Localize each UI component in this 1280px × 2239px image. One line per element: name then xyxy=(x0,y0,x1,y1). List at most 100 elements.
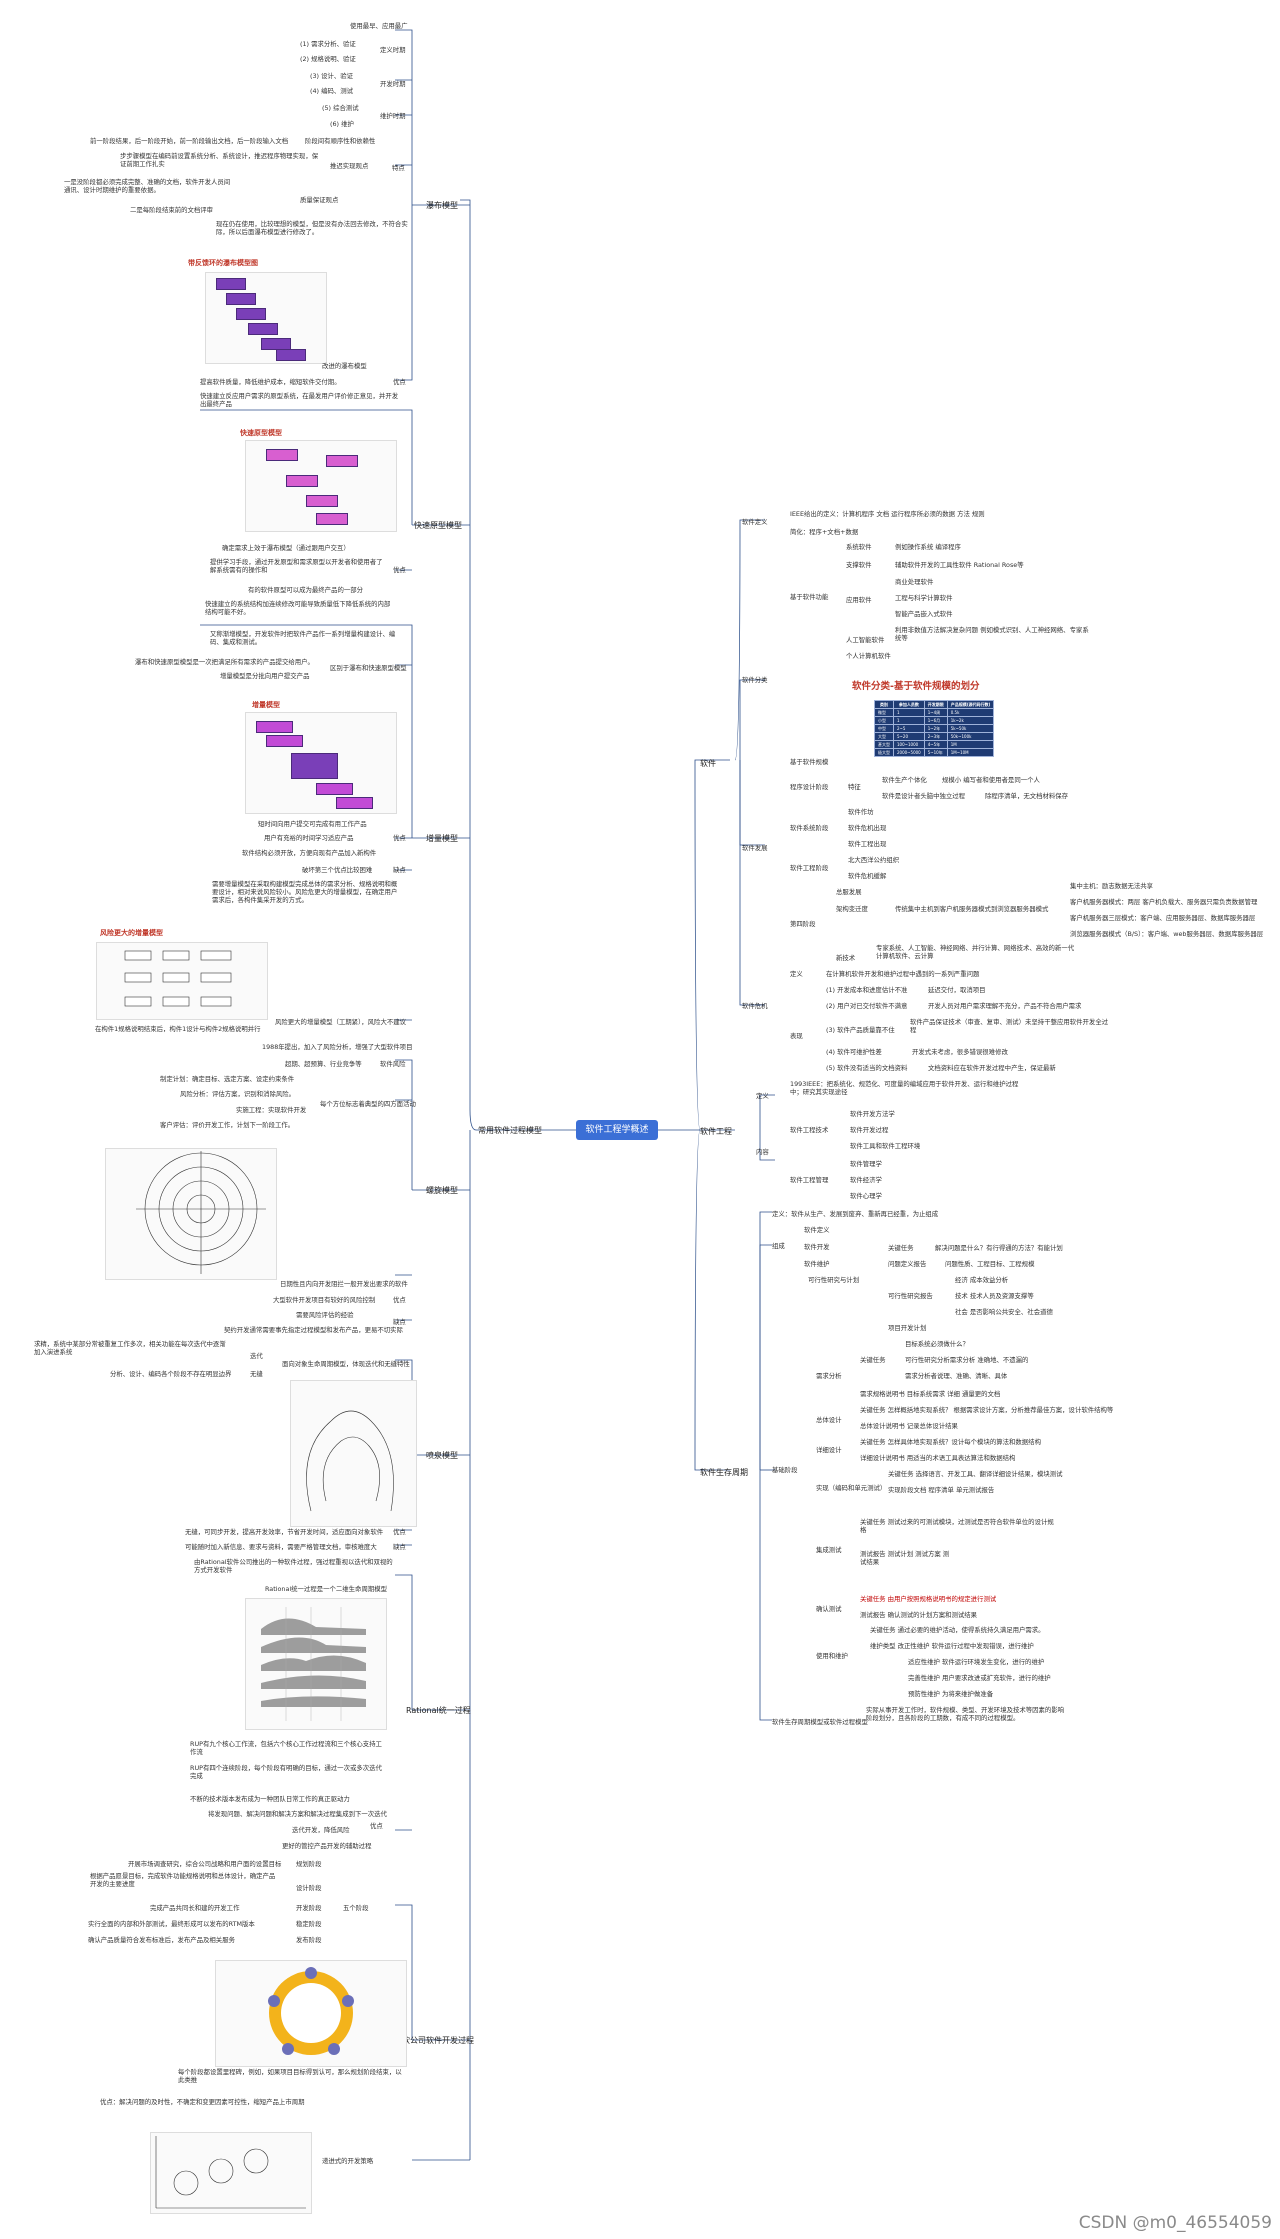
sw-stage-0-b: 规模小 编写者和使用者是同一个人 xyxy=(942,776,1040,784)
sp-each-0: 制定计划：确定目标、选定方案、设定约束条件 xyxy=(160,1075,295,1083)
lc-design-label: 总体设计 xyxy=(816,1416,842,1424)
inc-diff-label: 区别于瀑布和快速原型模型 xyxy=(330,664,407,672)
sp-each-3: 客户评估：评价开发工作，计划下一阶段工作。 xyxy=(160,1121,295,1129)
msf-phase-1-desc: 根据产品愿景目标，完成软件功能规格说明和总体设计，确定产品开发的主要进度 xyxy=(90,1872,276,1888)
rp-fig-title: 快速原型模型 xyxy=(240,429,282,437)
wf-dev-item-0: (3) 设计、验证 xyxy=(310,72,354,80)
inc-adv-label: 优点 xyxy=(393,834,406,842)
sw-stage-3-a: 软件危机出现 xyxy=(848,824,887,832)
lc-comp-2: 软件维护 xyxy=(804,1260,830,1268)
sw-func-0-a: 系统软件 xyxy=(846,543,872,551)
node-spiral[interactable]: 螺旋模型 xyxy=(426,1186,458,1195)
sw-cs-text: 传统集中主机到客户机服务器模式到浏览器服务器模式 xyxy=(895,905,1049,913)
sw-cs-label: 架构变迁度 xyxy=(836,905,868,913)
msf-phase-0-desc: 开展市场调查研究，综合公司战略和用户面的设置目标 xyxy=(128,1860,282,1868)
sw-stage-7-a: 总服发展 xyxy=(836,888,862,896)
sw-stage-0-a: 软件生产个体化 xyxy=(882,776,927,784)
lc-model-label: 软件生存周期模型或软件过程模型 xyxy=(772,1718,868,1726)
sw-def-1: 简化：程序+文档+数据 xyxy=(790,528,859,536)
sw-func-1-b: 辅助软件开发的工具性软件 Rational Rose等 xyxy=(895,561,1024,569)
wf-feat-3: 步步骤模型在编码前设置系统分析、系统设计，推迟程序物理实现，保证前期工作扎实 xyxy=(120,152,319,168)
sw-func-5-a: 人工智能软件 xyxy=(846,636,885,644)
sw-func-label: 基于软件功能 xyxy=(790,593,829,601)
sp-dis-1: 契约开发通常需要事先指定过程模型和发布产品，更易不切实际 xyxy=(224,1326,403,1334)
watermark: CSDN @m0_46554059 xyxy=(1078,2213,1272,2233)
sp-risk-label: 软件风险 xyxy=(380,1060,406,1068)
lc-comp-1: 软件开发 xyxy=(804,1243,830,1251)
msf-phase-3-desc: 实行全面的内部和外部测试，最终形成可以发布的RTM版本 xyxy=(88,1920,255,1928)
scale-cell-2-3: 5k~50k xyxy=(946,724,995,733)
inc-desc: 又称渐增模型，开发软件时把软件产品作一系列增量构建设计、编码、集成和测试。 xyxy=(210,630,396,646)
lc-def: 定义：软件从生产、发展到废弃、重新再已经重，为止组成 xyxy=(772,1210,939,1218)
wf-feat-1: 前一阶段结果，后一阶段开始，前一阶段输出文档，后一阶段输入文档 xyxy=(90,137,289,145)
node-software[interactable]: 软件 xyxy=(700,759,716,768)
node-software-engineering[interactable]: 软件工程 xyxy=(700,1127,732,1136)
sw-stage-5: 软件工程阶段 xyxy=(790,864,829,872)
sw-arch-1: 客户机服务器模式：两层 客户机负载大、服务器只需负责数据管理 xyxy=(1070,898,1258,906)
lc-acc-0: 关键任务 由用户按照规格说明书的规定进行测试 xyxy=(860,1595,997,1603)
lc-req-1: 关键任务 xyxy=(860,1356,886,1364)
lc-phase-label: 基础阶段 xyxy=(772,1466,798,1474)
lc-code-0: 关键任务 选择语言、开发工具、翻译详细设计结果，模块测试 xyxy=(888,1470,1063,1478)
wf-improved-desc: 现在仍在使用，比较理想的模型，但是没有办法回去修改，不符合实际，所以后面瀑布模型… xyxy=(216,220,408,236)
lc-code-label: 实现（编码和单元测试） xyxy=(816,1484,887,1492)
rup-note-1: RUP有四个连续阶段，每个阶段有明确的目标，通过一次或多次迭代完成 xyxy=(190,1764,382,1780)
lc-feas-4: 可行性研究报告 xyxy=(888,1292,933,1300)
lc-req-label: 需求分析 xyxy=(816,1372,842,1380)
lc-maint-4: 预防性维护 为将来维护做准备 xyxy=(908,1690,994,1698)
rp-adv-label: 优点 xyxy=(393,566,406,574)
rp-adv-2: 有的软件原型可以成为最终产品的一部分 xyxy=(248,586,364,594)
sp-each-2: 实施工程：实现软件开发 xyxy=(236,1106,307,1114)
msf-milestone: 每个阶段都设置里程碑，例如，如果项目目标得到认可，那么规划阶段结束，以此类推 xyxy=(178,2068,402,2084)
scale-cell-5-3: 1M~10M xyxy=(946,748,995,757)
lc-design-1: 总体设计说明书 记录总体设计结果 xyxy=(860,1422,958,1430)
msf-phase-0-name: 规划阶段 xyxy=(296,1860,322,1868)
lc-maint-3: 完善性维护 用户要求改进或扩充软件，进行的维护 xyxy=(908,1674,1051,1682)
sw-arch-3: 浏览器服务器模式（B/S）：客户端、web服务器层、数据库服务器层 xyxy=(1070,930,1264,938)
wf-fig-title: 带反馈环的瀑布模型图 xyxy=(188,259,258,267)
wf-feat-0: 阶段间有顺序性和依赖性 xyxy=(305,137,376,145)
scale-cell-4-1: 100~1000 xyxy=(893,740,925,749)
sw-stage-7: 第四阶段 xyxy=(790,920,816,928)
scale-header-1: 参加人员数 xyxy=(893,700,925,709)
rup-note-0: RUP有九个核心工作流，包括六个核心工作过程流和三个核心支持工作流 xyxy=(190,1740,382,1756)
se-def-text: 1993IEEE：把系统化、规范化、可度量的编域应用于软件开发、运行和维护过程中… xyxy=(790,1080,1019,1096)
sw-stage-1-a: 软件是设计者头脑中独立过程 xyxy=(882,792,966,800)
lc-acc-label: 确认测试 xyxy=(816,1605,842,1613)
wf-adv-label: 优点 xyxy=(393,378,406,386)
lc-maint-1: 维护类型 改正性维护 软件运行过程中发现错误，进行维护 xyxy=(870,1642,1034,1650)
inc-diff-1: 增量模型是分批向用户提交产品 xyxy=(220,672,310,680)
sw-crisis-def: 在计算机软件开发和维护过程中遇到的一系列严重问题 xyxy=(826,970,980,978)
sp-risk-text: 超期、超预算、行业竞争等 xyxy=(285,1060,362,1068)
node-lifecycle[interactable]: 软件生存周期 xyxy=(700,1468,748,1477)
sw-scale-label: 基于软件规模 xyxy=(790,758,829,766)
node-fountain[interactable]: 喷泉模型 xyxy=(426,1451,458,1460)
scale-header-0: 类别 xyxy=(874,700,894,709)
lc-req-3: 需求分析者说理、准确、清晰、具体 xyxy=(905,1372,1008,1380)
node-waterfall[interactable]: 瀑布模型 xyxy=(426,201,458,210)
sw-crisis-1-a: (2) 用户对已交付软件不满意 xyxy=(826,1002,908,1010)
lc-model-text: 实际从事开发工作时，软件规模、类型、开发环境及技术等因素的影响阶段划分，且各阶段… xyxy=(866,1706,1065,1722)
wf-def-item-1: (1) 需求分析、验证 xyxy=(300,40,356,48)
sw-crisis-0-a: (1) 开发成本和进度估计不准 xyxy=(826,986,908,994)
msf-iter-label: 递进式的开发策略 xyxy=(322,2157,374,2165)
node-incremental[interactable]: 增量模型 xyxy=(426,834,458,843)
se-def-label: 定义 xyxy=(756,1092,769,1100)
lc-int-label: 集成测试 xyxy=(816,1546,842,1554)
inc-adv-0: 短时间向用户提交可完成有用工作产品 xyxy=(258,820,367,828)
scale-cell-5-0: 极大型 xyxy=(874,748,894,757)
node-rup[interactable]: Rational统一过程 xyxy=(406,1706,471,1715)
root-node[interactable]: 软件工程学概述 xyxy=(576,1120,658,1140)
inc-fig2 xyxy=(96,942,268,1020)
msf-phase-1-name: 设计阶段 xyxy=(296,1884,322,1892)
sw-stage-0: 程序设计阶段 xyxy=(790,783,829,791)
se-tech-label: 软件工程技术 xyxy=(790,1126,829,1134)
scale-cell-3-2: 2~3年 xyxy=(923,732,948,741)
sp-adv-label: 优点 xyxy=(393,1296,406,1304)
node-msf[interactable]: 微软公司软件开发过程 xyxy=(394,2036,474,2045)
branch-process-models[interactable]: 常用软件过程模型 xyxy=(478,1126,542,1135)
node-rapid-prototype[interactable]: 快速原型模型 xyxy=(414,521,462,530)
ft-noseam-text: 分析、设计、编码各个阶段不存在明显边界 xyxy=(110,1370,232,1378)
